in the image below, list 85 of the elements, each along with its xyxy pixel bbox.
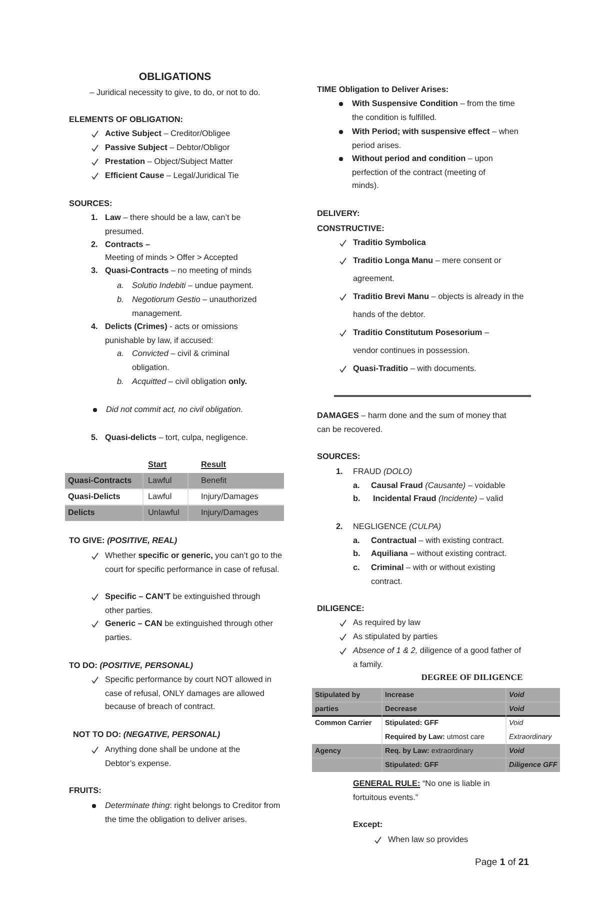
list-number: a.: [353, 535, 360, 548]
section-heading: ELEMENTS OF OBLIGATION:: [69, 114, 184, 126]
list-item: Convicted – civil & criminal obligation.: [132, 348, 230, 374]
table-cell-text: Benefit: [201, 475, 226, 488]
list-item: With Suspensive Condition – from the time the condition is fulfilled.: [352, 98, 516, 124]
list-number: a.: [353, 480, 360, 492]
list-number: a.: [117, 348, 124, 360]
list-item: Whether specific or generic, you can’t go to the court for specific performance in case of refusal.: [105, 550, 284, 576]
column-header: Result: [201, 459, 226, 472]
list-item: Incidental Fraud (Incidente) – valid: [373, 493, 504, 506]
list-number: b.: [117, 376, 124, 388]
list-item: Passive Subject – Debtor/Obligor: [105, 142, 230, 154]
list-item: Without period and condition – upon perfection of the contract (meeting of minds).: [352, 153, 494, 192]
list-item: Criminal – with or without existing contract.: [371, 562, 496, 588]
table-cell-text: Injury/Damages: [201, 507, 258, 520]
section-heading: FRUITS:: [69, 785, 102, 798]
list-item: Anything done shall be undone at the Debtor’s expense.: [105, 744, 242, 770]
column-header: Start: [148, 459, 167, 472]
list-number: b.: [353, 493, 360, 506]
section-heading: SOURCES:: [317, 451, 360, 464]
list-item: Solutio Indebiti – undue payment.: [132, 280, 254, 292]
list-item: Aquiliana – without existing contract.: [371, 548, 507, 560]
list-number: b.: [117, 294, 124, 306]
list-item: Traditio Symbolica: [353, 237, 426, 249]
list-item: Traditio Constitutum Posesorium – vendor continues in possession.: [353, 327, 490, 357]
table-cell-text: Quasi-Contracts: [68, 475, 132, 488]
section-heading: TO GIVE: (POSITIVE, REAL): [69, 535, 178, 548]
list-item: FRAUD (DOLO): [353, 466, 412, 478]
list-item: NEGLIGENCE (CULPA): [353, 521, 442, 534]
list-item: Determinate thing: right belongs to Creditor from the time the obligation to deliver arises.: [105, 800, 282, 826]
list-number: 5.: [91, 432, 98, 444]
section-heading: Except:: [353, 819, 383, 832]
section-heading: TIME Obligation to Deliver Arises:: [317, 84, 449, 96]
list-item: Law – there should be a law, can’t be presumed.: [105, 212, 242, 238]
list-item: Absence of 1 & 2, diligence of a good father of a family.: [353, 645, 522, 671]
list-item: Quasi-Traditio – with documents.: [353, 363, 476, 375]
list-number: 1.: [91, 212, 98, 224]
list-item: As required by law: [353, 617, 420, 630]
section-heading: NOT TO DO: (NEGATIVE, PERSONAL): [73, 729, 220, 742]
list-number: a.: [117, 280, 124, 292]
list-item: Delicts (Crimes) - acts or omissions punishable by law, if accused:: [105, 321, 239, 347]
table-cell-text: Delicts: [68, 507, 95, 520]
list-item: DAMAGES – harm done and the sum of money that can be recovered.: [317, 410, 508, 436]
table-cell-text: Lawful: [148, 491, 172, 504]
section-heading: TO DO: (POSITIVE, PERSONAL): [69, 660, 194, 672]
list-item: Prestation – Object/Subject Matter: [105, 156, 233, 168]
list-item: With Period; with suspensive effect – when period arises.: [352, 126, 520, 152]
page-number: Page 1 of 21: [475, 856, 529, 870]
list-number: 4.: [91, 321, 98, 334]
section-heading: CONSTRUCTIVE:: [317, 223, 384, 236]
list-item: Quasi-delicts – tort, culpa, negligence.: [105, 432, 248, 444]
list-item: Meeting of minds > Offer > Accepted: [105, 252, 238, 264]
list-item: Active Subject – Creditor/Obligee: [105, 128, 230, 140]
list-number: 2.: [91, 239, 98, 252]
list-number: c.: [353, 562, 360, 574]
list-item: Acquitted – civil obligation only.: [132, 376, 247, 388]
list-number: 3.: [91, 265, 98, 278]
table-cell-text: Injury/Damages: [201, 491, 258, 504]
list-number: b.: [353, 548, 360, 560]
table-title: DEGREE OF DILIGENCE: [421, 671, 523, 684]
note: GENERAL RULE: “No one is liable in fortuitous events.”: [353, 778, 491, 804]
list-item: As stipulated by parties: [353, 631, 438, 644]
list-item: Efficient Cause – Legal/Juridical Tie: [105, 170, 239, 182]
table-cell-text: Quasi-Delicts: [68, 491, 120, 504]
list-item: Specific performance by court NOT allowed in case of refusal, ONLY damages are allowed because of breach of contract.: [105, 674, 272, 714]
list-item: Traditio Longa Manu – mere consent or agreement.: [353, 255, 502, 285]
document-title: OBLIGATIONS: [138, 70, 212, 84]
table-cell-text: Lawful: [148, 475, 172, 488]
list-number: 2.: [336, 521, 343, 534]
list-item: When law so provides: [388, 834, 468, 846]
list-item: Quasi-Contracts – no meeting of minds: [105, 265, 252, 278]
table-cell-text: Unlawful: [148, 507, 180, 520]
section-heading: DILIGENCE:: [317, 603, 364, 616]
list-item: Causal Fraud (Causante) – voidable: [371, 480, 506, 492]
subtitle: – Juridical necessity to give, to do, or not to do.: [90, 87, 260, 100]
list-item: Generic – CAN be extinguished through other parties.: [105, 618, 274, 644]
list-number: 1.: [336, 466, 343, 478]
section-heading: SOURCES:: [69, 198, 112, 210]
list-item: Specific – CAN’T be extinguished through other parties.: [105, 591, 262, 617]
list-item: Did not commit act, no civil obligation.: [106, 404, 243, 416]
list-item: Contracts –: [105, 239, 150, 252]
list-item: Contractual – with existing contract.: [371, 535, 504, 548]
section-heading: DELIVERY:: [317, 208, 360, 220]
list-item: Traditio Brevi Manu – objects is already in the hands of the debtor.: [353, 291, 525, 321]
list-item: Negotiorum Gestio – unauthorized management.: [132, 294, 258, 320]
